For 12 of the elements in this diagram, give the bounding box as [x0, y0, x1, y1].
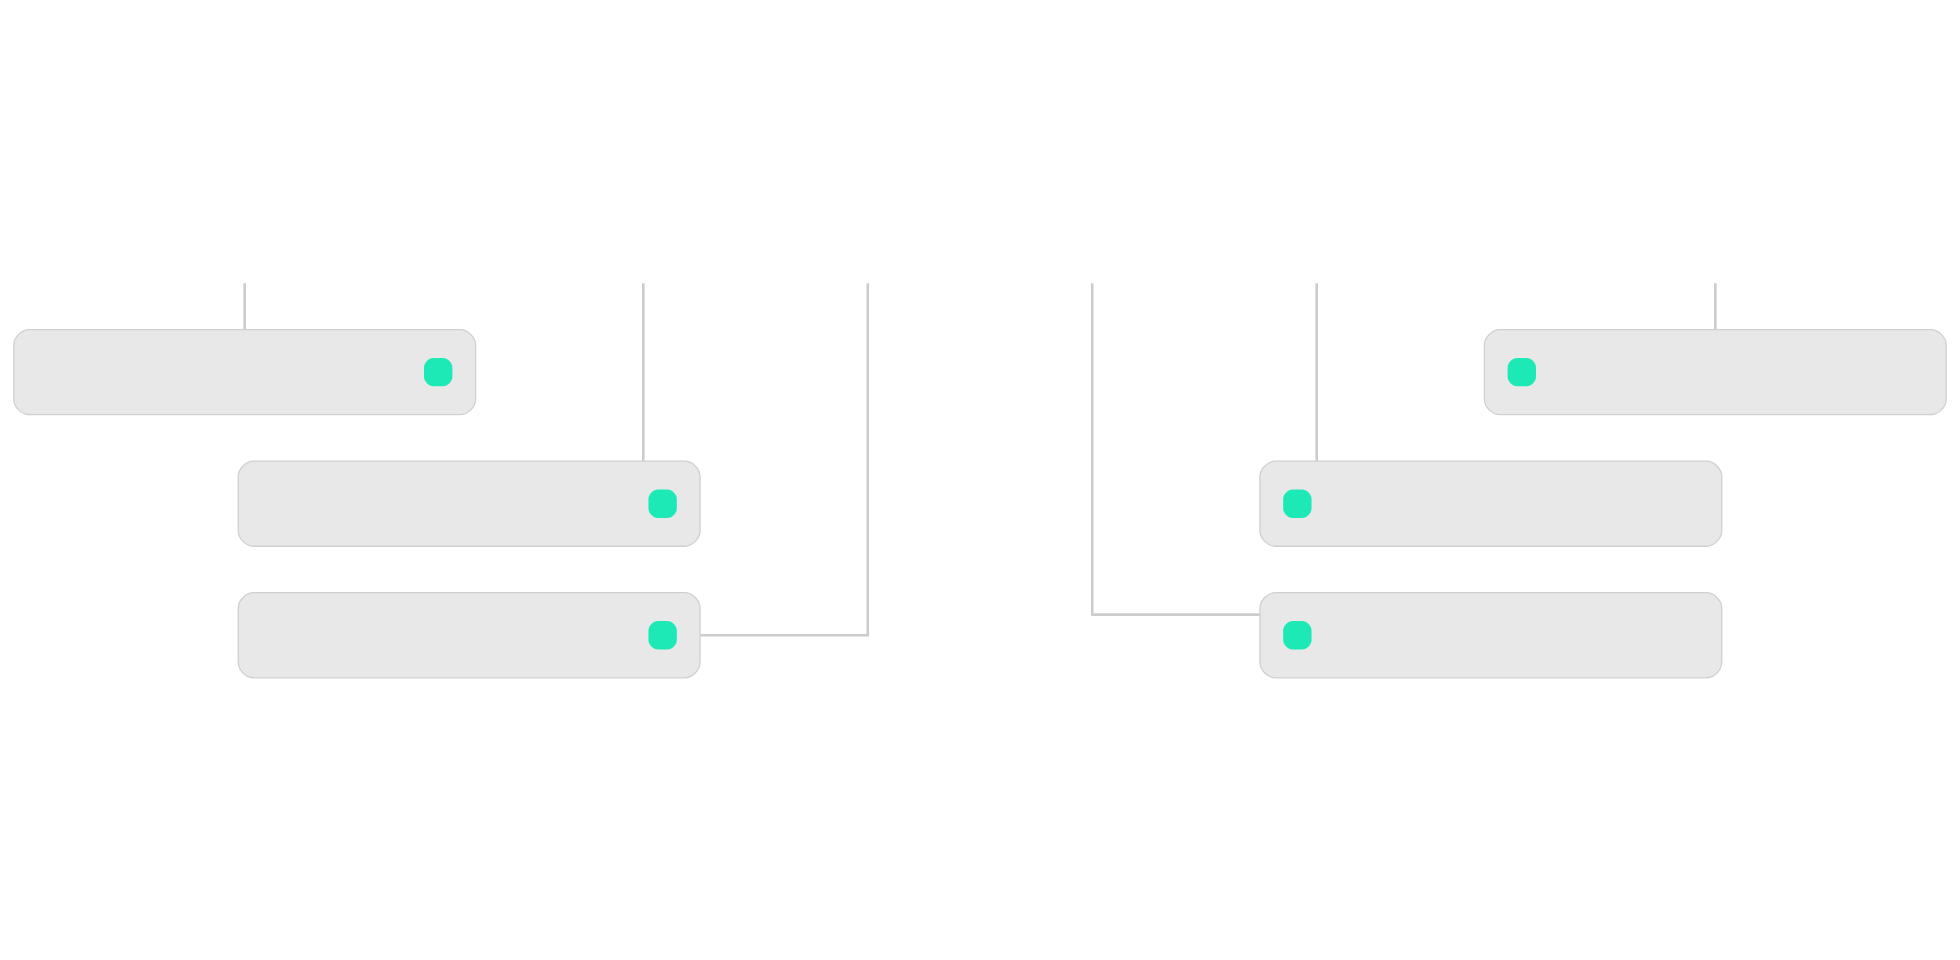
connector	[1714, 283, 1717, 330]
connector	[1315, 283, 1318, 461]
connector	[243, 283, 246, 330]
node-box	[1259, 460, 1723, 547]
connector	[642, 283, 645, 461]
node-box	[1483, 328, 1947, 416]
connector	[700, 283, 870, 637]
node-box	[237, 592, 701, 679]
connector	[1090, 283, 1260, 616]
node-box	[1259, 592, 1723, 679]
node-box	[237, 460, 701, 547]
node-box	[13, 328, 477, 416]
